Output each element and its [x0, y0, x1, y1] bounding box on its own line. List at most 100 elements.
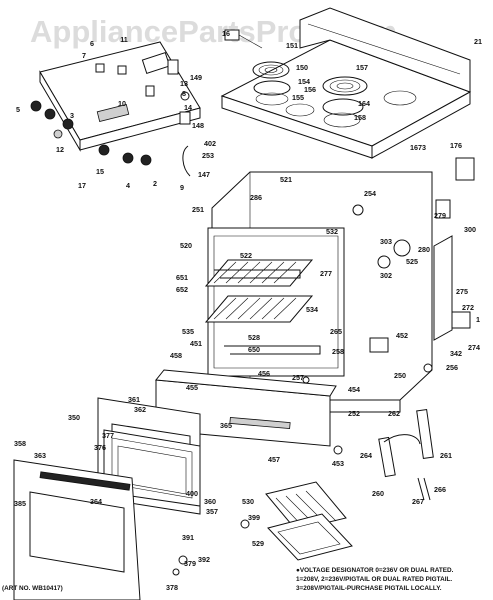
part-number-label: 528 — [248, 333, 260, 342]
door-hinge — [416, 408, 434, 460]
door-window — [29, 491, 125, 573]
part-number-label: 5 — [16, 105, 20, 114]
control-knob — [122, 152, 134, 164]
part-number-label: 158 — [354, 113, 366, 122]
broiler-pan — [267, 513, 353, 561]
part-number-label: 365 — [220, 421, 232, 430]
part-number-label: 157 — [356, 63, 368, 72]
part-number-label: 280 — [418, 245, 430, 254]
thermostat-knob — [393, 239, 411, 257]
switch-bracket — [141, 52, 171, 74]
part-number-label: 156 — [304, 85, 316, 94]
part-number-label: 363 — [34, 451, 46, 460]
part-number-label: 361 — [128, 395, 140, 404]
surface-element-small — [252, 61, 290, 79]
part-number-label: 399 — [248, 513, 260, 522]
door-handle — [39, 471, 131, 491]
part-number-label: 266 — [434, 485, 446, 494]
part-number-label: 149 — [190, 73, 202, 82]
part-number-label: 275 — [456, 287, 468, 296]
part-number-label: 260 — [372, 489, 384, 498]
drip-pan-small — [253, 80, 291, 96]
part-number-label: 402 — [204, 139, 216, 148]
part-number-label: 456 — [258, 369, 270, 378]
indicator-lamp — [180, 91, 190, 101]
art-number: (ART NO. WB10417) — [2, 585, 63, 592]
part-number-label: 253 — [202, 151, 214, 160]
oven-body-assembly — [204, 157, 475, 413]
control-panel-assembly — [30, 41, 201, 177]
part-number-label: 1673 — [410, 143, 426, 152]
part-number-label: 652 — [176, 285, 188, 294]
part-number-label: 651 — [176, 273, 188, 282]
part-number-label: 522 — [240, 251, 252, 260]
part-number-label: 258 — [332, 347, 344, 356]
part-number-label: 14 — [184, 103, 192, 112]
part-number-label: 452 — [396, 331, 408, 340]
control-knob — [140, 154, 152, 166]
voltage-note-line-3: 3=208V/PIGTAIL-PURCHASE PIGTAIL LOCALLY. — [296, 585, 442, 592]
part-number-label: 302 — [380, 271, 392, 280]
part-number-label: 455 — [186, 383, 198, 392]
part-number-label: 532 — [326, 227, 338, 236]
part-number-label: 391 — [182, 533, 194, 542]
backsplash — [299, 7, 471, 93]
clock-timer — [179, 111, 191, 125]
screw — [352, 204, 364, 216]
part-number-label: 535 — [182, 327, 194, 336]
part-number-label: 257 — [292, 373, 304, 382]
part-number-label: 357 — [206, 507, 218, 516]
part-number-label: 303 — [380, 237, 392, 246]
side-panel — [433, 235, 453, 341]
part-number-label: 2 — [153, 179, 157, 188]
part-number-label: 256 — [446, 363, 458, 372]
part-number-label: 534 — [306, 305, 318, 314]
part-number-label: 8 — [182, 89, 186, 98]
clock-window — [96, 104, 130, 122]
screw — [302, 376, 310, 384]
part-number-label: 155 — [292, 93, 304, 102]
part-number-label: 521 — [280, 175, 292, 184]
wire-cover — [455, 157, 475, 181]
part-number-label: 1 — [476, 315, 480, 324]
part-number-label: 286 — [250, 193, 262, 202]
part-number-label: 385 — [14, 499, 26, 508]
part-number-label: 392 — [198, 555, 210, 564]
leveling-leg — [423, 363, 433, 373]
part-number-label: 264 — [360, 451, 372, 460]
broiler-pan-assembly — [265, 481, 353, 561]
part-number-label: 7 — [82, 51, 86, 60]
part-number-label: 10 — [118, 99, 126, 108]
part-number-callouts: 1234567891011121314151617211471481491501… — [14, 29, 482, 592]
part-number-label: 21 — [474, 37, 482, 46]
control-knob — [44, 108, 56, 120]
terminal-block-side — [451, 311, 471, 329]
part-number-label: 364 — [90, 497, 102, 506]
drawer-handle — [229, 416, 291, 430]
oven-rack-lower — [204, 295, 314, 323]
part-number-label: 252 — [348, 409, 360, 418]
part-number-label: 277 — [320, 269, 332, 278]
screw — [172, 568, 180, 576]
hinge-bracket — [435, 199, 451, 219]
signal-light — [53, 129, 63, 139]
selector-switch — [167, 59, 179, 75]
voltage-note-line-1: ●VOLTAGE DESIGNATOR 0=236V OR DUAL RATED… — [296, 567, 454, 574]
part-number-label: 378 — [166, 583, 178, 592]
part-number-label: 454 — [348, 385, 360, 394]
part-number-label: 6 — [90, 39, 94, 48]
part-number-label: 176 — [450, 141, 462, 150]
control-knob — [30, 100, 42, 112]
part-number-label: 154 — [298, 77, 310, 86]
part-number-label: 16 — [222, 29, 230, 38]
part-number-label: 17 — [78, 181, 86, 190]
part-number-label: 250 — [394, 371, 406, 380]
part-number-label: 254 — [364, 189, 376, 198]
part-number-label: 360 — [204, 497, 216, 506]
part-number-label: 525 — [406, 257, 418, 266]
cooktop-side-edge — [371, 91, 471, 159]
part-number-label: 4 — [126, 181, 130, 190]
part-number-label: 265 — [330, 327, 342, 336]
door-hinge — [378, 436, 396, 478]
part-number-label: 272 — [462, 303, 474, 312]
